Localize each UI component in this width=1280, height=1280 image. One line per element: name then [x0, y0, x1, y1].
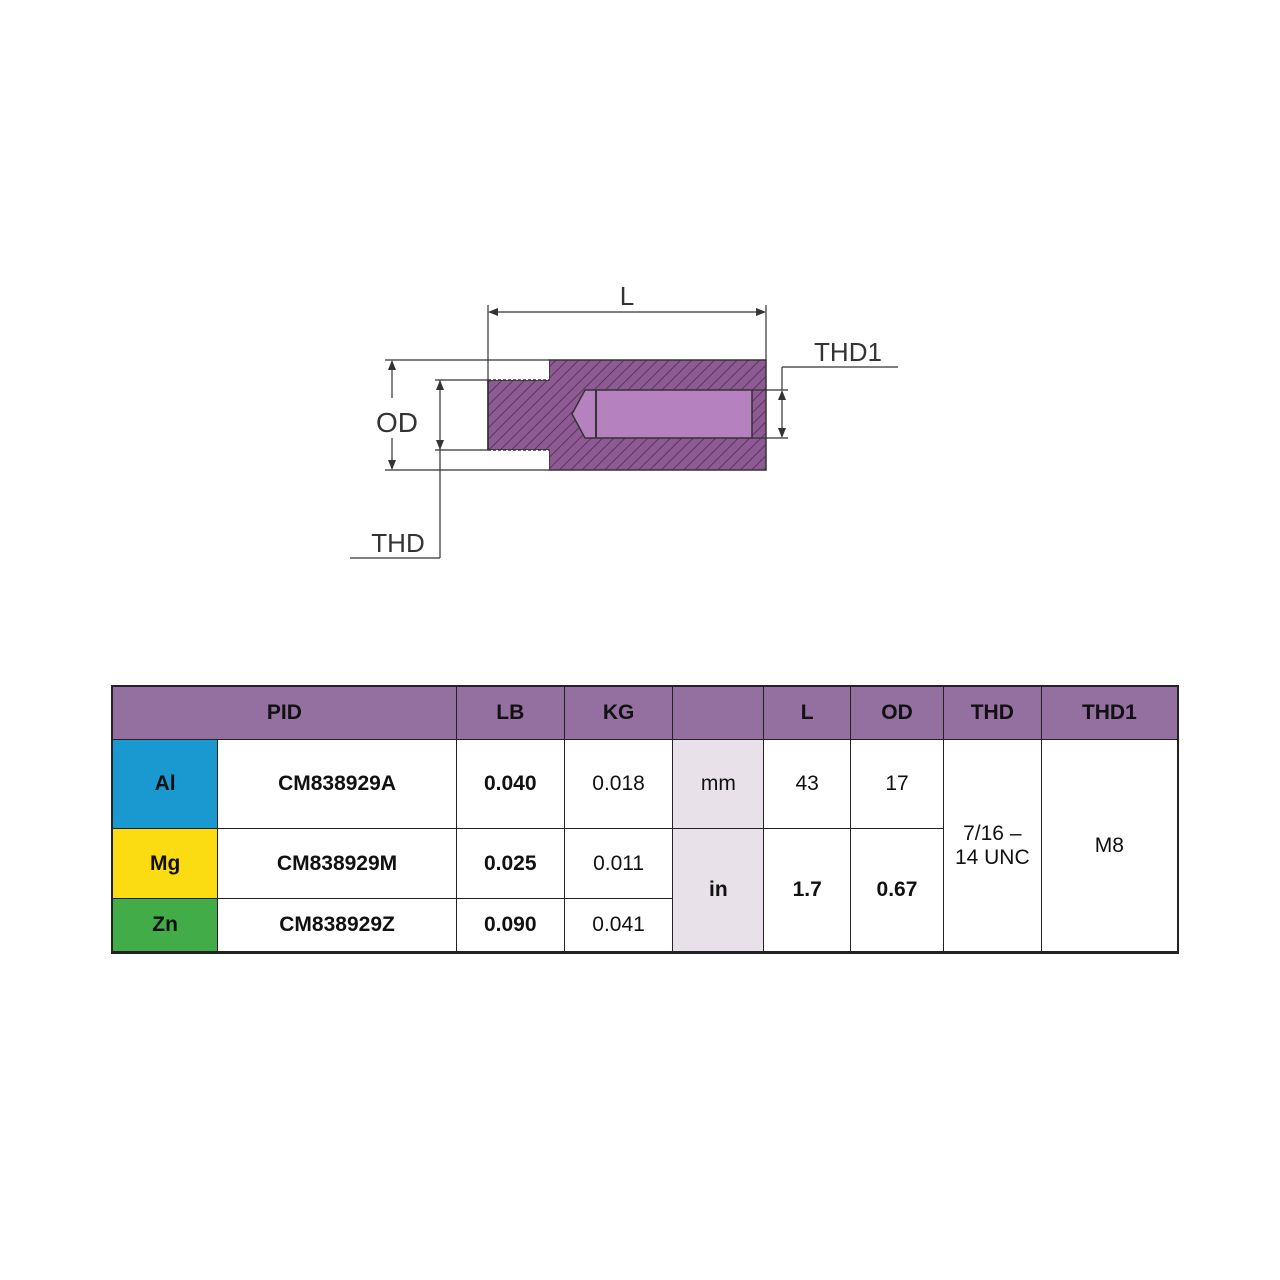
kg-cell: 0.041 [563, 898, 674, 953]
header-od: OD [850, 685, 944, 740]
spec-table: PID LB KG L OD THD THD1 Al CM838929A 0.0… [111, 685, 1179, 954]
lb-cell: 0.040 [455, 739, 565, 829]
thd-dimension: THD [350, 379, 488, 559]
od-dimension: OD [376, 359, 549, 471]
header-row: PID LB KG L OD THD THD1 [111, 685, 1179, 740]
lb-cell: 0.090 [455, 898, 565, 953]
part-drawing: L OD THD THD1 [350, 281, 898, 559]
svg-text:THD: THD [371, 528, 424, 558]
thd1-value: M8 [1040, 739, 1179, 953]
l-mm: 43 [763, 739, 852, 829]
header-unit [672, 685, 765, 740]
thd-value: 7/16 – 14 UNC [942, 739, 1042, 953]
unit-in: in [672, 828, 765, 953]
header-l: L [763, 685, 852, 740]
svg-text:OD: OD [376, 407, 418, 438]
header-pid: PID [111, 685, 457, 740]
kg-cell: 0.011 [563, 828, 674, 899]
thd-line2: 14 UNC [954, 845, 1030, 869]
pid-cell: CM838929A [217, 739, 457, 829]
length-dimension: L [487, 281, 767, 380]
thd1-dimension: THD1 [752, 337, 898, 439]
thd-line1: 7/16 – [963, 821, 1022, 845]
header-thd: THD [942, 685, 1042, 740]
od-in: 0.67 [850, 828, 944, 953]
svg-text:THD1: THD1 [814, 337, 882, 367]
header-thd1: THD1 [1040, 685, 1179, 740]
lb-cell: 0.025 [455, 828, 565, 899]
material-al: Al [111, 739, 219, 829]
kg-cell: 0.018 [563, 739, 674, 829]
pid-cell: CM838929Z [217, 898, 457, 953]
table-row: Zn CM838929Z 0.090 0.041 [111, 898, 1178, 953]
od-mm: 17 [850, 739, 944, 829]
table-row: Mg CM838929M 0.025 0.011 in 1.7 0.67 [111, 828, 1178, 953]
thread-bore [571, 389, 753, 439]
table-row: Al CM838929A 0.040 0.018 mm 43 17 7/16 –… [111, 739, 1179, 953]
l-in: 1.7 [763, 828, 852, 953]
material-mg: Mg [111, 828, 219, 899]
unit-mm: mm [672, 739, 765, 829]
pid-cell: CM838929M [217, 828, 457, 899]
header-kg: KG [563, 685, 674, 740]
material-zn: Zn [111, 898, 219, 953]
svg-text:L: L [620, 281, 634, 311]
header-lb: LB [455, 685, 565, 740]
